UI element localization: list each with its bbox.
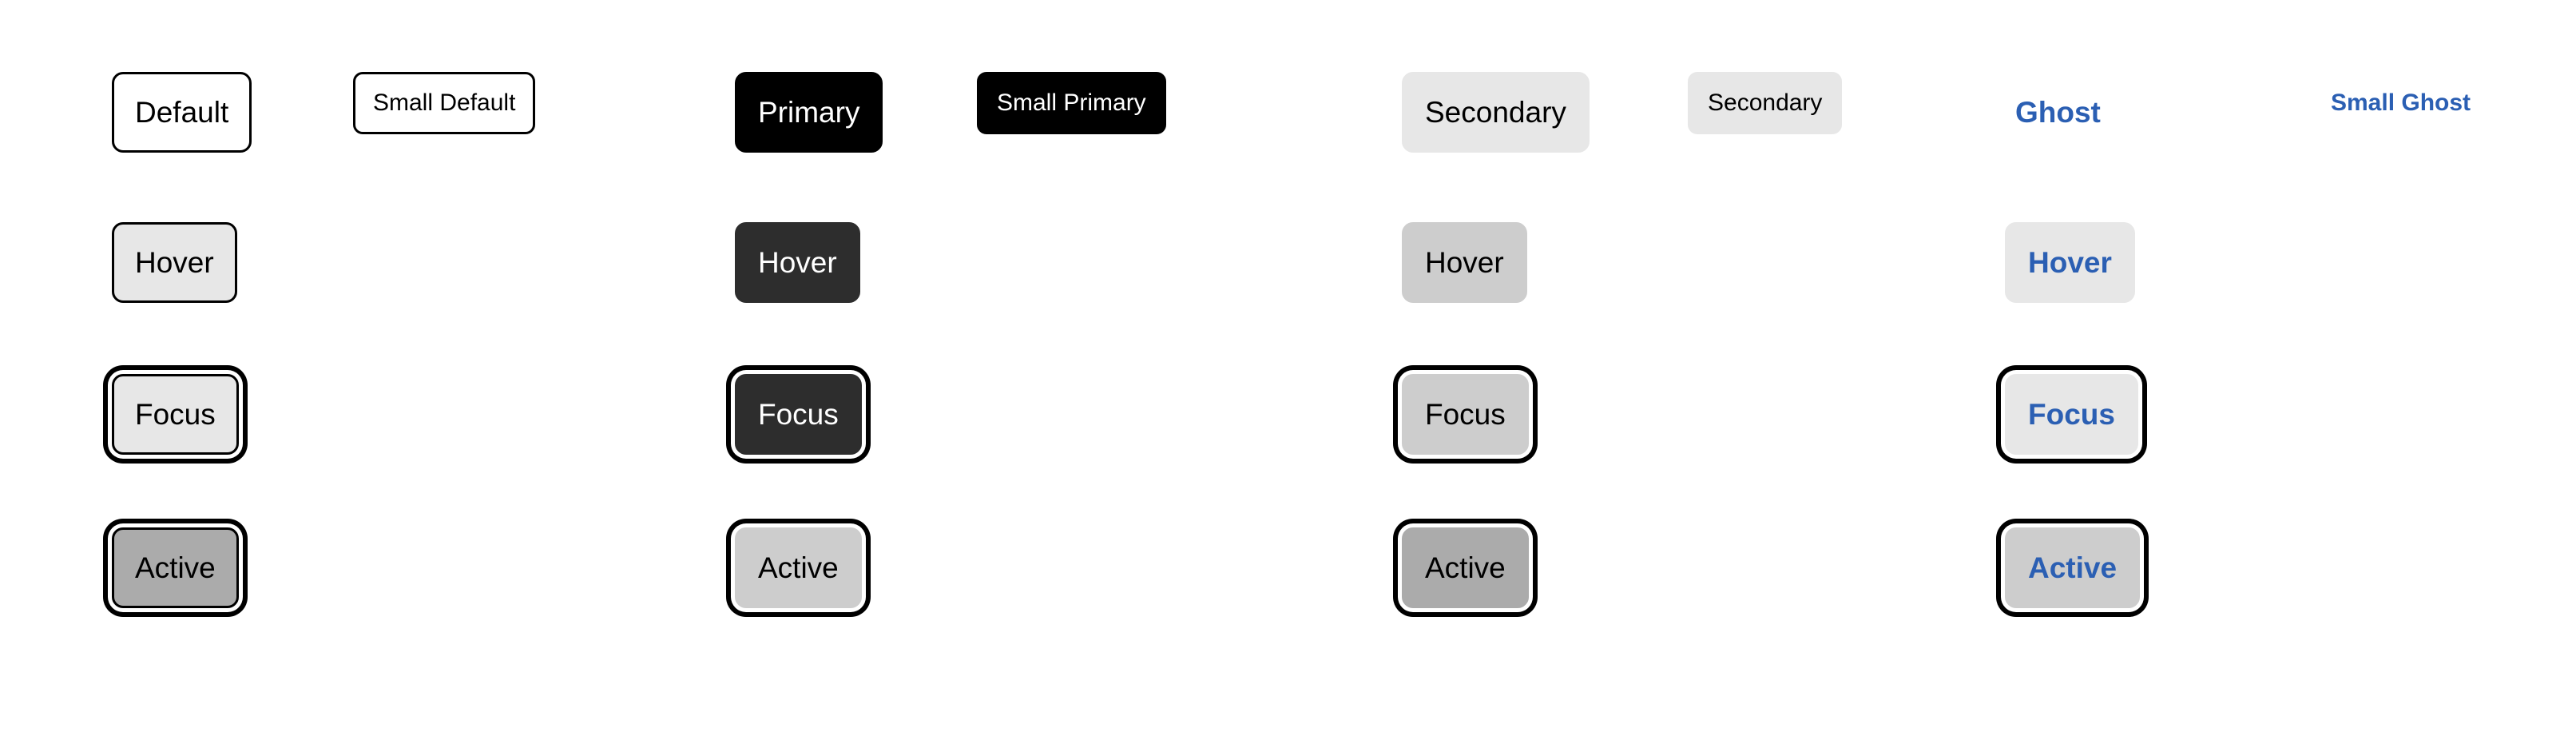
row-primary-hover: Hover xyxy=(735,222,860,303)
button-default-active[interactable]: Active xyxy=(112,527,239,608)
button-primary-small[interactable]: Small Primary xyxy=(977,72,1166,134)
button-secondary-active[interactable]: Active xyxy=(1402,527,1529,608)
button-ghost-large[interactable]: Ghost xyxy=(2005,72,2111,153)
row-secondary-hover: Hover xyxy=(1402,222,1527,303)
button-secondary-small[interactable]: Secondary xyxy=(1688,72,1843,134)
row-ghost-hover: Hover xyxy=(2005,222,2135,303)
row-primary-active: Active xyxy=(735,527,862,608)
row-default-hover: Hover xyxy=(112,222,237,303)
button-default-large[interactable]: Default xyxy=(112,72,252,153)
button-default-hover[interactable]: Hover xyxy=(112,222,237,303)
row-secondary-base: Secondary xyxy=(1402,72,1590,153)
slot-ghost-small: Small Ghost xyxy=(2320,72,2481,134)
button-primary-hover[interactable]: Hover xyxy=(735,222,860,303)
button-default-small[interactable]: Small Default xyxy=(353,72,536,134)
row-primary-focus: Focus xyxy=(735,374,862,455)
row-secondary-active: Active xyxy=(1402,527,1529,608)
button-primary-large[interactable]: Primary xyxy=(735,72,883,153)
row-ghost-focus: Focus xyxy=(2005,374,2138,455)
button-default-focus[interactable]: Focus xyxy=(112,374,239,455)
button-ghost-small[interactable]: Small Ghost xyxy=(2320,72,2481,134)
button-ghost-hover[interactable]: Hover xyxy=(2005,222,2135,303)
button-secondary-hover[interactable]: Hover xyxy=(1402,222,1527,303)
button-secondary-large[interactable]: Secondary xyxy=(1402,72,1590,153)
slot-primary-small: Small Primary xyxy=(977,72,1166,134)
row-ghost-active: Active xyxy=(2005,527,2141,608)
row-primary-base: Primary xyxy=(735,72,883,153)
row-default-active: Active xyxy=(112,527,239,608)
row-secondary-focus: Focus xyxy=(1402,374,1529,455)
button-secondary-focus[interactable]: Focus xyxy=(1402,374,1529,455)
row-default-focus: Focus xyxy=(112,374,239,455)
button-ghost-active[interactable]: Active xyxy=(2005,527,2141,608)
button-primary-active[interactable]: Active xyxy=(735,527,862,608)
button-primary-focus[interactable]: Focus xyxy=(735,374,862,455)
row-ghost-base: Ghost xyxy=(2005,72,2111,153)
button-ghost-focus[interactable]: Focus xyxy=(2005,374,2138,455)
row-default-base: Default xyxy=(112,72,252,153)
slot-default-small: Small Default xyxy=(353,72,536,134)
slot-secondary-small: Secondary xyxy=(1688,72,1843,134)
